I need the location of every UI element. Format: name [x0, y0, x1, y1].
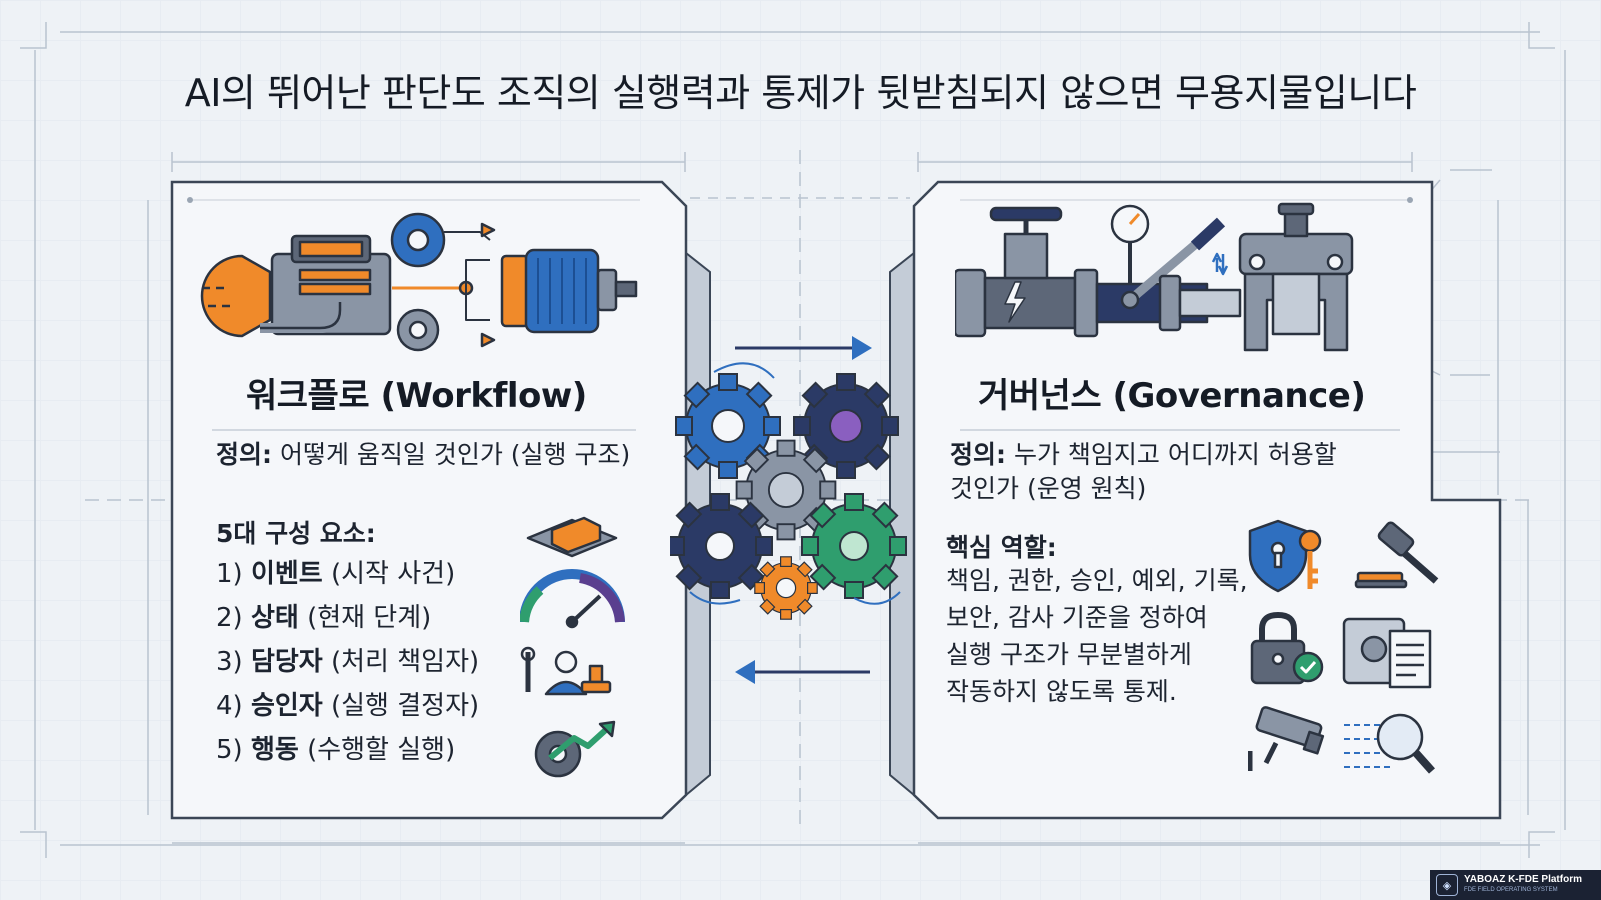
- shield-key-icon: [1248, 519, 1322, 593]
- platform-badge: ◈ YABOAZ K-FDE Platform FDE FIELD OPERAT…: [1430, 870, 1601, 900]
- workflow-heading: 워크플로 (Workflow): [246, 376, 587, 416]
- governance-role-label: 핵심 역할:: [946, 533, 1057, 562]
- workflow-engine-illustration: [200, 212, 638, 352]
- safe-document-icon: [1342, 617, 1432, 689]
- workflow-def-label: 정의:: [216, 440, 272, 469]
- workflow-components-label: 5대 구성 요소:: [216, 519, 376, 548]
- gauge-icon: [520, 569, 625, 629]
- padlock-check-icon: [1250, 612, 1324, 685]
- workflow-definition: 정의: 어떻게 움직일 것인가 (실행 구조): [216, 438, 630, 472]
- governance-definition: 정의: 누가 책임지고 어디까지 허용할 것인가 (운영 원칙): [950, 440, 1337, 503]
- list-item: 3) 담당자 (처리 책임자): [216, 647, 480, 677]
- page-title: AI의 뛰어난 판단도 조직의 실행력과 통제가 뒷받침되지 않으면 무용지물입…: [184, 71, 1417, 115]
- governance-def-label: 정의:: [950, 440, 1006, 469]
- gear-arrow-icon: [534, 720, 616, 778]
- magnifier-search-icon: [1344, 713, 1435, 774]
- workflow-component-list: 1) 이벤트 (시작 사건) 2) 상태 (현재 단계) 3) 담당자 (처리 …: [216, 552, 479, 772]
- cctv-camera-icon: [1248, 706, 1325, 771]
- workflow-icons: [520, 516, 625, 778]
- governance-icons: [1248, 519, 1439, 774]
- list-item: 2) 상태 (현재 단계): [216, 603, 432, 633]
- list-item: 1) 이벤트 (시작 사건): [216, 559, 456, 589]
- platform-logo-icon: ◈: [1436, 874, 1458, 896]
- worker-stamp-icon: [520, 646, 612, 696]
- workflow-def-text: 어떻게 움직일 것인가 (실행 구조): [279, 440, 631, 469]
- gold-bar-icon: [526, 516, 618, 558]
- governance-valve-illustration: [955, 202, 1354, 352]
- governance-heading: 거버넌스 (Governance): [978, 376, 1366, 416]
- gavel-icon: [1354, 521, 1439, 589]
- list-item: 4) 승인자 (실행 결정자): [216, 691, 480, 721]
- list-item: 5) 행동 (수행할 실행): [216, 735, 456, 765]
- platform-name: YABOAZ K-FDE Platform: [1464, 874, 1582, 885]
- platform-tagline: FDE FIELD OPERATING SYSTEM: [1464, 887, 1558, 893]
- governance-role-description: 책임, 권한, 승인, 예외, 기록, 보안, 감사 기준을 정하여 실행 구조…: [946, 566, 1248, 706]
- center-gears-illustration: [670, 362, 907, 620]
